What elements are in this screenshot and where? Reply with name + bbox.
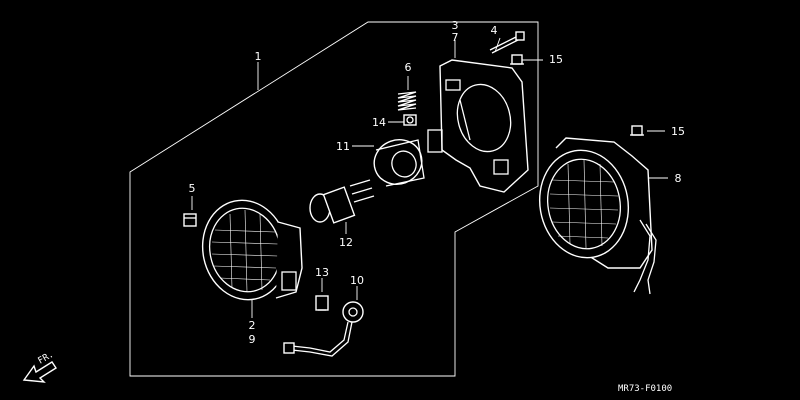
assembly-outline bbox=[129, 21, 539, 377]
callout-3: 3 bbox=[452, 19, 459, 32]
callout-12: 12 bbox=[339, 236, 353, 249]
position-bulb-socket bbox=[283, 301, 364, 357]
callout-2: 2 bbox=[249, 319, 256, 332]
bolt-right bbox=[630, 125, 644, 136]
adjuster bbox=[403, 114, 417, 126]
callout-10: 10 bbox=[350, 274, 364, 287]
adjusting-screw bbox=[489, 31, 525, 54]
callout-8: 8 bbox=[675, 172, 682, 185]
callout-4: 4 bbox=[491, 24, 498, 37]
callout-15-right: 15 bbox=[671, 125, 685, 138]
spring bbox=[397, 91, 417, 111]
callout-11: 11 bbox=[336, 140, 350, 153]
callout-15-upper: 15 bbox=[549, 53, 563, 66]
callout-6: 6 bbox=[405, 61, 412, 74]
headlight-bulb bbox=[309, 179, 375, 224]
callout-1: 1 bbox=[255, 50, 262, 63]
callout-13: 13 bbox=[315, 266, 329, 279]
callout-14: 14 bbox=[372, 116, 386, 129]
callout-7: 7 bbox=[452, 31, 459, 44]
callout-9: 9 bbox=[249, 333, 256, 346]
front-direction-arrow-icon bbox=[22, 361, 57, 383]
bulb-socket bbox=[373, 139, 425, 187]
headlight-unit-front bbox=[201, 199, 303, 301]
mounting-bracket bbox=[427, 59, 529, 193]
headlight-unit-rear bbox=[538, 137, 657, 295]
callouts: 1 3 7 4 15 6 14 11 5 12 13 10 2 9 15 8 bbox=[189, 19, 686, 346]
bolt-upper bbox=[510, 54, 524, 65]
position-bulb bbox=[315, 295, 329, 311]
callout-5: 5 bbox=[189, 182, 196, 195]
clip-part bbox=[183, 213, 197, 227]
leader-lines bbox=[191, 37, 668, 318]
figure-code: MR73-F0100 bbox=[618, 384, 672, 394]
